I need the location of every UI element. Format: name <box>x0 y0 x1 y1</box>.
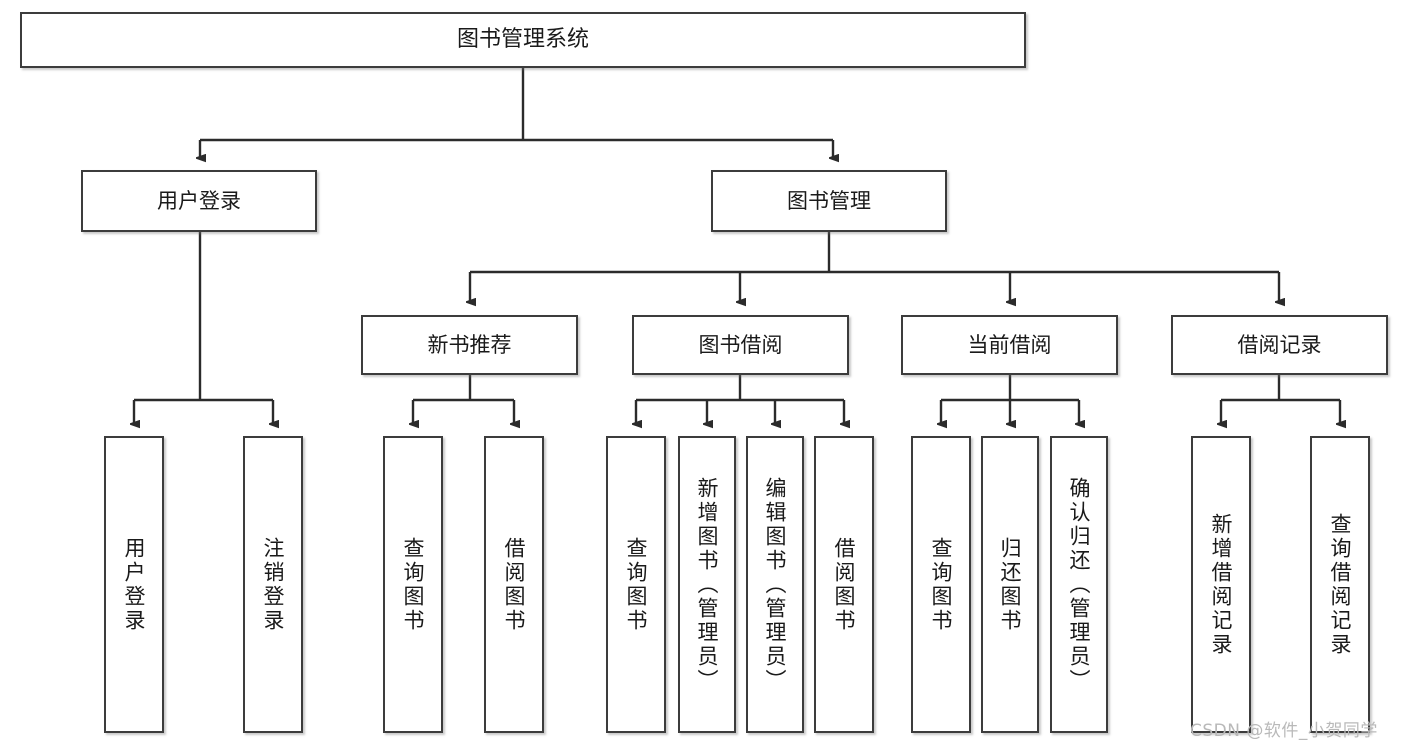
leaf-new-book-query-book[interactable]: 查询图书 <box>383 436 443 733</box>
node-label: 用户登录 <box>122 536 147 633</box>
watermark-text: CSDN @软件_小贺同学 <box>1190 721 1378 741</box>
node-current-borrow[interactable]: 当前借阅 <box>901 315 1118 375</box>
leaf-book-borrow-edit-book-admin[interactable]: 编辑图书（管理员） <box>746 436 804 733</box>
leaf-current-borrow-query-book[interactable]: 查询图书 <box>911 436 971 733</box>
node-borrow-record[interactable]: 借阅记录 <box>1171 315 1388 375</box>
node-label: 编辑图书（管理员） <box>763 476 788 693</box>
leaf-borrow-record-add-record[interactable]: 新增借阅记录 <box>1191 436 1251 733</box>
node-label: 查询图书 <box>929 536 954 633</box>
node-label: 借阅图书 <box>832 536 857 633</box>
node-book-borrow[interactable]: 图书借阅 <box>632 315 849 375</box>
node-label: 图书管理 <box>787 188 871 213</box>
node-label: 当前借阅 <box>967 332 1052 357</box>
node-label: 查询图书 <box>401 536 426 633</box>
node-label: 用户登录 <box>157 188 241 213</box>
leaf-book-borrow-borrow-book[interactable]: 借阅图书 <box>814 436 874 733</box>
leaf-user-login-logout[interactable]: 注销登录 <box>243 436 303 733</box>
leaf-current-borrow-return-book[interactable]: 归还图书 <box>981 436 1039 733</box>
node-user-login[interactable]: 用户登录 <box>81 170 317 232</box>
node-label: 归还图书 <box>998 536 1023 633</box>
leaf-new-book-borrow-book[interactable]: 借阅图书 <box>484 436 544 733</box>
node-label: 借阅图书 <box>502 536 527 633</box>
node-label: 注销登录 <box>261 536 286 633</box>
leaf-user-login-login[interactable]: 用户登录 <box>104 436 164 733</box>
leaf-current-borrow-confirm-return-admin[interactable]: 确认归还（管理员） <box>1050 436 1108 733</box>
node-label: 图书借阅 <box>698 332 783 357</box>
node-root-book-management-system[interactable]: 图书管理系统 <box>20 12 1026 68</box>
node-label: 确认归还（管理员） <box>1067 476 1092 693</box>
node-label: 查询借阅记录 <box>1328 512 1353 657</box>
leaf-book-borrow-add-book-admin[interactable]: 新增图书（管理员） <box>678 436 736 733</box>
leaf-book-borrow-query-book[interactable]: 查询图书 <box>606 436 666 733</box>
node-label: 图书管理系统 <box>456 27 589 53</box>
node-label: 借阅记录 <box>1237 332 1322 357</box>
node-label: 新增借阅记录 <box>1209 512 1234 657</box>
node-label: 新增图书（管理员） <box>695 476 720 693</box>
node-label: 查询图书 <box>624 536 649 633</box>
node-new-book-recommend[interactable]: 新书推荐 <box>361 315 578 375</box>
leaf-borrow-record-query-record[interactable]: 查询借阅记录 <box>1310 436 1370 733</box>
node-book-management[interactable]: 图书管理 <box>711 170 947 232</box>
node-label: 新书推荐 <box>427 332 512 357</box>
